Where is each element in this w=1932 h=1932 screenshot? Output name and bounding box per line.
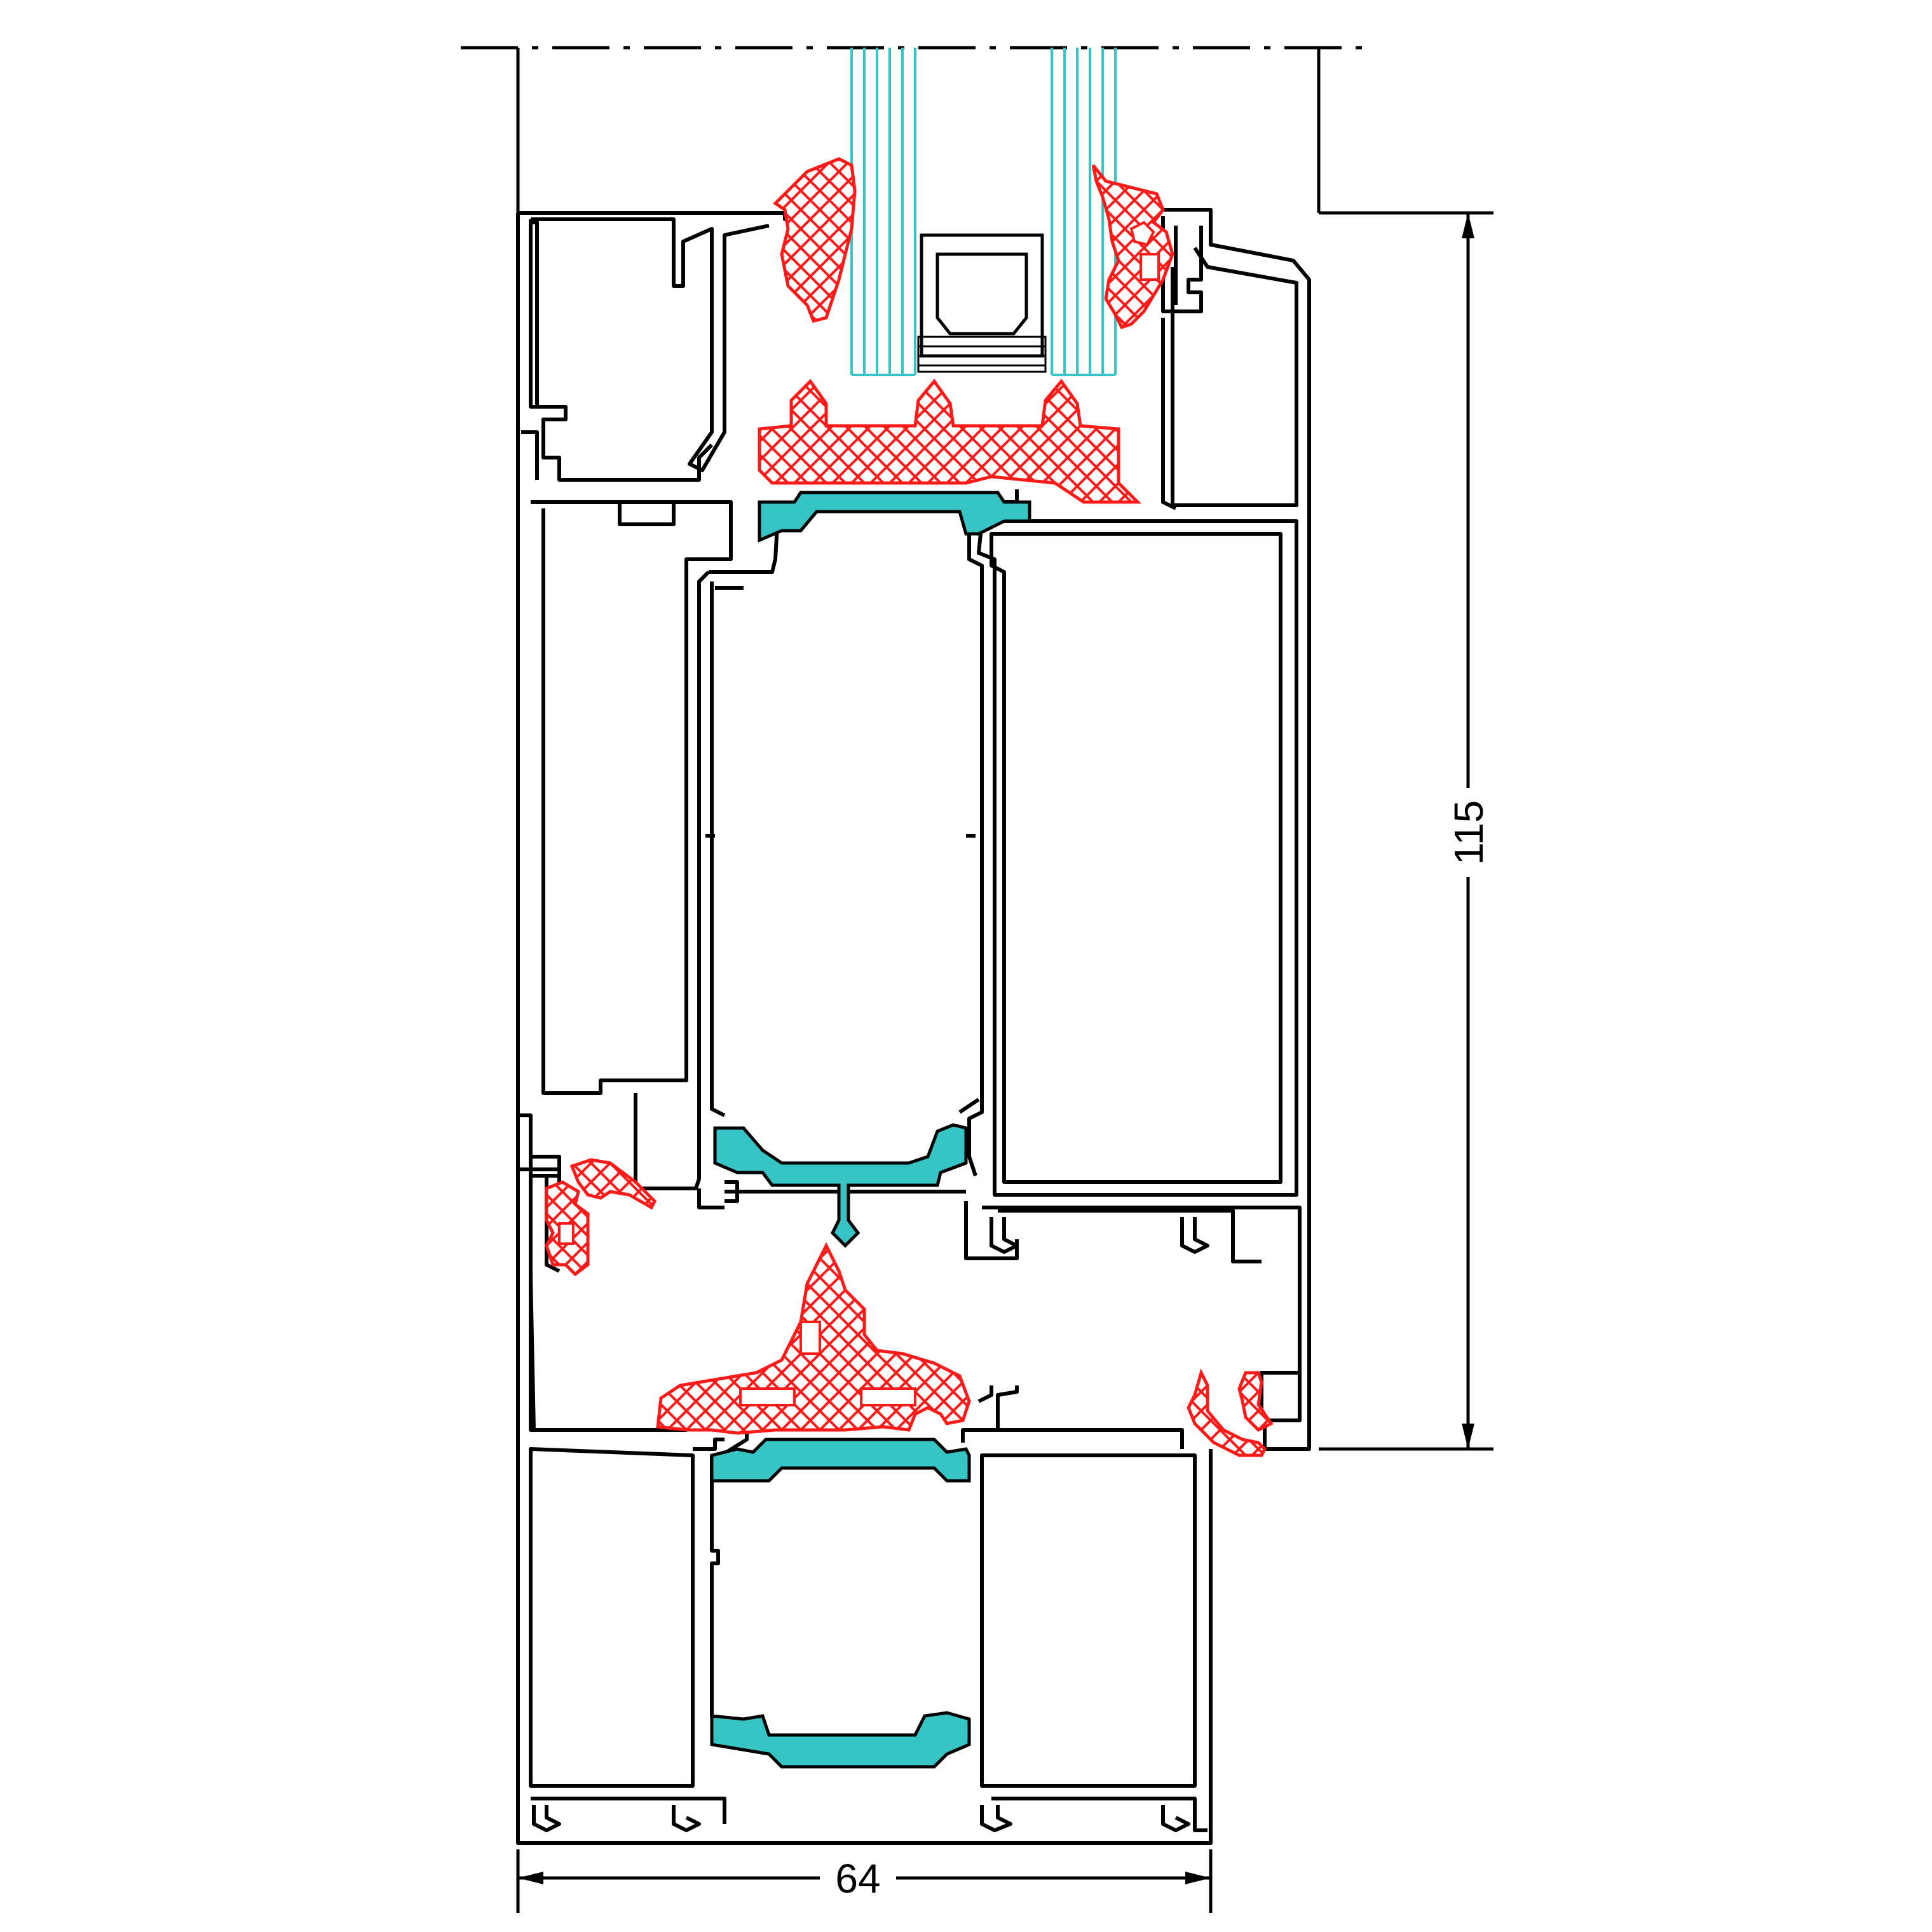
- thermal-break-middle: [713, 1123, 968, 1248]
- glass-extension-lines: [516, 48, 1321, 213]
- glazing-gasket-inner: [1091, 164, 1174, 330]
- thermal-break-bottom: [710, 1711, 971, 1769]
- vent-profile: [531, 500, 976, 1209]
- glazing-bead-gasket: [758, 378, 1142, 504]
- width-dimension: [516, 1849, 1213, 1913]
- thermal-break-top: [758, 491, 1031, 543]
- weather-seal-left: [545, 1158, 657, 1277]
- thermal-break-lower-top: [710, 1438, 971, 1483]
- glass-unit: [850, 48, 1117, 376]
- weather-seal-right: [1187, 1368, 1274, 1457]
- central-gasket: [656, 1242, 971, 1435]
- height-dimension-label: 115: [1446, 800, 1492, 865]
- width-dimension-label: 64: [835, 1856, 880, 1901]
- sash-profile: [958, 208, 1311, 1451]
- glazing-gasket-outer: [773, 157, 857, 323]
- glass-pane-left: [850, 48, 916, 376]
- height-dimension: [1319, 211, 1493, 1451]
- glass-spacer: [917, 233, 1047, 373]
